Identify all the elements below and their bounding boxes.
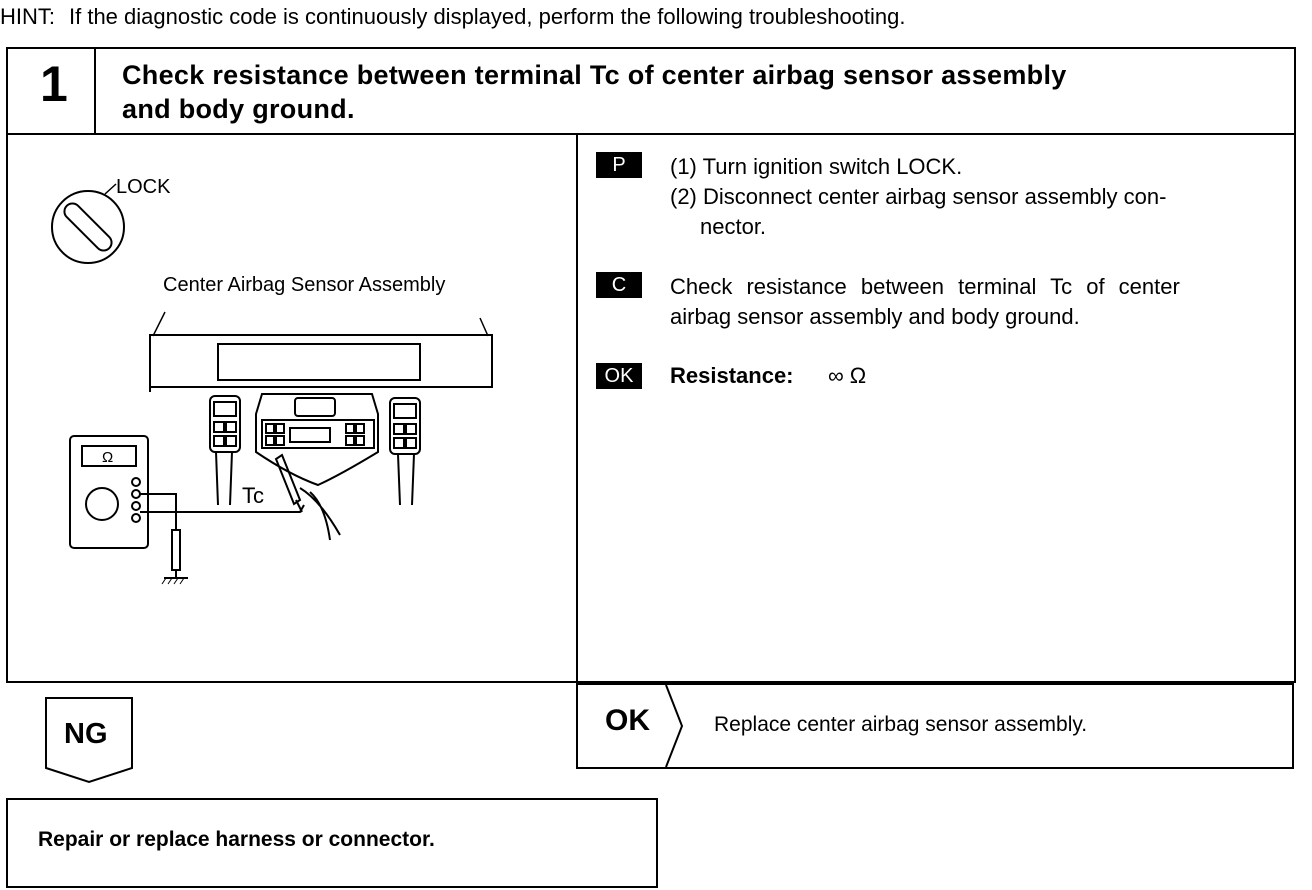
step-title-line2: and body ground. [122, 94, 355, 124]
prep-item-2-cont: nector. [700, 214, 767, 239]
step-title-line1: Check resistance between terminal Tc of … [122, 60, 1067, 90]
ok-arrow [665, 684, 684, 768]
tc-label: Tc [242, 483, 264, 508]
resistance-label: Resistance: [670, 363, 794, 388]
ng-branch-action: Repair or replace harness or connector. [38, 828, 435, 851]
probe [274, 453, 303, 513]
prep-item-2: (2) Disconnect center airbag sensor asse… [670, 184, 1167, 209]
hint-label: HINT: [0, 4, 55, 29]
step-number: 1 [40, 56, 68, 112]
center-connector [255, 393, 379, 541]
assembly-label: Center Airbag Sensor Assembly [163, 274, 445, 296]
ng-arrow-shape [45, 697, 133, 784]
header-divider [6, 133, 1296, 135]
left-connector [209, 395, 241, 506]
ok-branch-box [576, 683, 1294, 769]
wiring-illustration: LOCK Center Airbag Sensor Assembly Tc Ω [51, 176, 493, 585]
right-connector [389, 397, 421, 506]
hint-line: HINT: If the diagnostic code is continuou… [0, 4, 906, 30]
step-title: Check resistance between terminal Tc of … [122, 58, 1282, 126]
sensor-assembly-outline [149, 311, 493, 392]
check-text: Check resistance between terminal Tc of … [670, 272, 1280, 332]
ok-branch-action: Replace center airbag sensor assembly. [714, 713, 1088, 736]
prep-tag: P [596, 152, 642, 178]
prep-item-1: (1) Turn ignition switch LOCK. [670, 154, 963, 179]
multimeter-icon [69, 435, 305, 585]
column-divider [576, 133, 578, 769]
ng-branch-label: NG [64, 718, 108, 750]
lock-label: LOCK [116, 176, 171, 198]
step-number-cell [6, 47, 96, 134]
resistance-value: ∞ Ω [828, 363, 867, 388]
prep-items: (1) Turn ignition switch LOCK. (2) Disco… [670, 152, 1280, 242]
ignition-lock-icon [51, 183, 125, 264]
check-line-1: Check resistance between terminal Tc of … [670, 274, 1180, 299]
hint-text: If the diagnostic code is continuously d… [69, 4, 906, 29]
step-frame [6, 47, 1296, 683]
ok-branch-label: OK [605, 704, 650, 737]
check-tag: C [596, 272, 642, 298]
ok-tag: OK [596, 363, 642, 389]
check-line-2: airbag sensor assembly and body ground. [670, 304, 1080, 329]
ng-branch-box [6, 798, 658, 888]
meter-symbol: Ω [102, 449, 113, 466]
